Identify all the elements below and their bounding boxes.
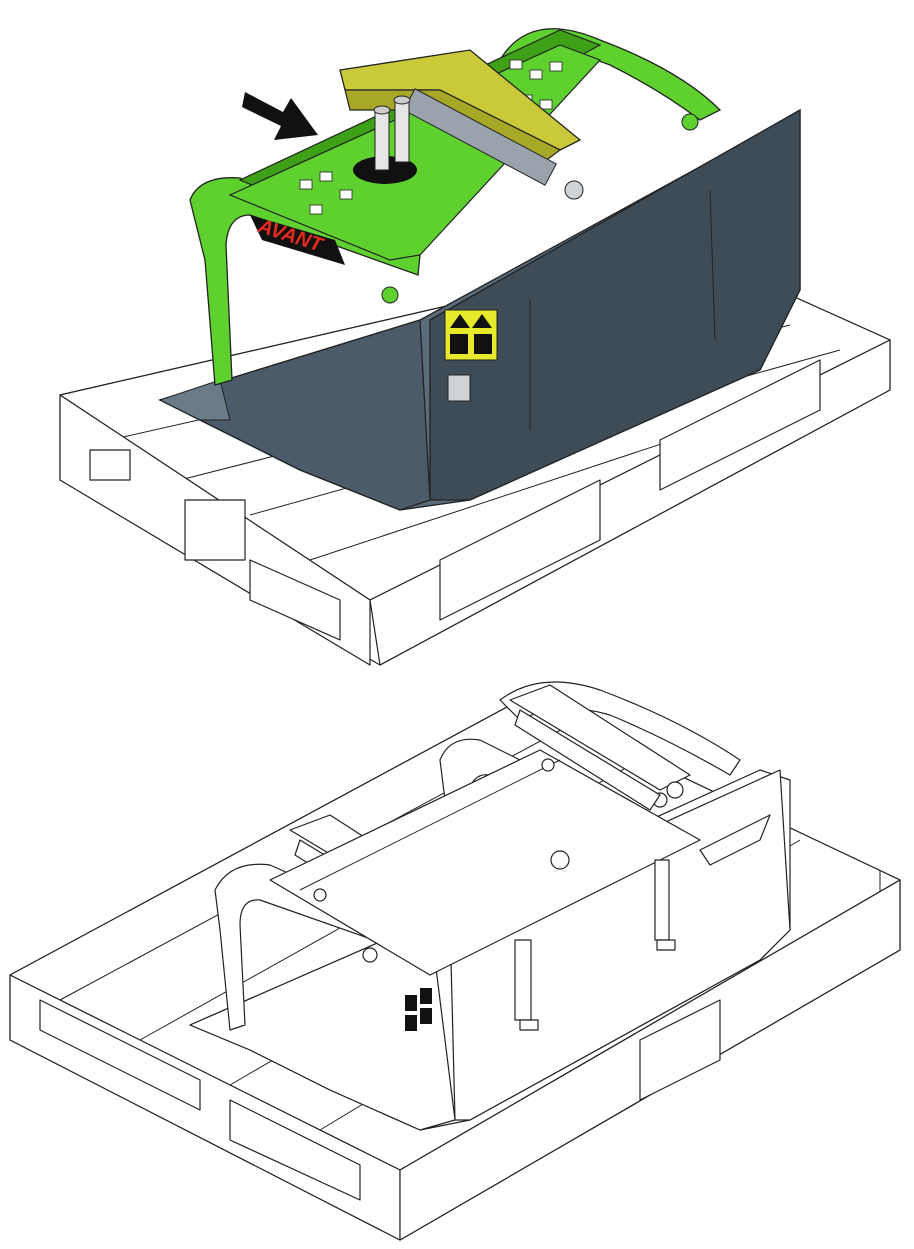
support-legs <box>514 859 676 1031</box>
serial-plate <box>447 374 471 402</box>
hydraulic-couplings <box>353 95 417 184</box>
top-illustration: AVANT <box>59 28 891 666</box>
crossbeams <box>269 749 701 976</box>
bucket <box>158 108 801 511</box>
arrow-right-icon <box>242 92 318 140</box>
bottom-illustration <box>9 681 901 1241</box>
